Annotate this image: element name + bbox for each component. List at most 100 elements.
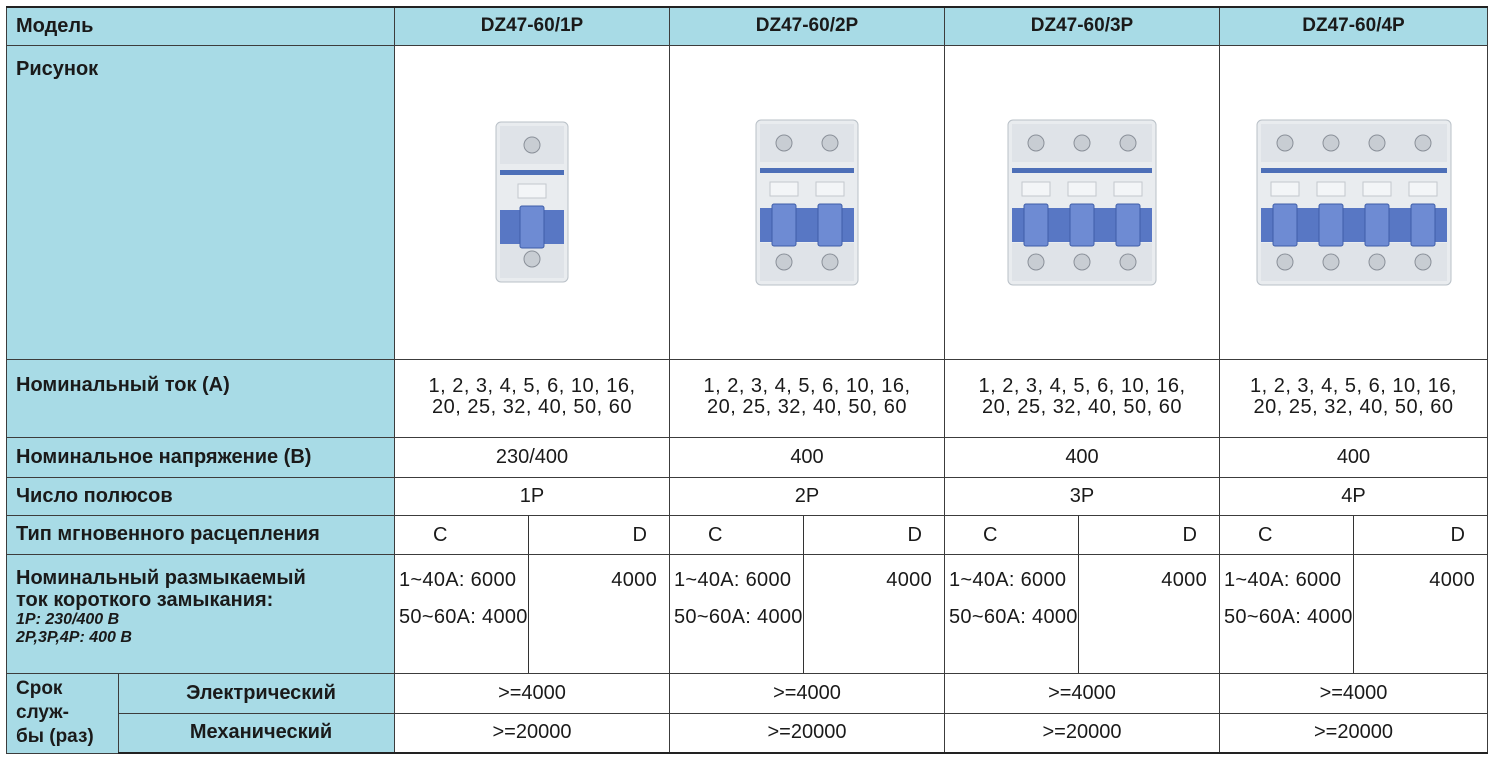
bottom-screw — [1276, 253, 1293, 270]
toggle-lever — [1410, 203, 1435, 246]
split-divider — [1078, 554, 1079, 673]
mechanical-life-4p: >=20000 — [1219, 712, 1488, 754]
trip-c: C — [1258, 523, 1273, 546]
bc-c-line2: 50~60A: 4000 — [1224, 605, 1353, 628]
toggle-lever — [1115, 203, 1141, 246]
electrical-life-2p: >=4000 — [669, 672, 945, 714]
model-1p: DZ47-60/1P — [394, 6, 670, 46]
breaker-1p-image — [495, 121, 569, 283]
rating-label — [1021, 181, 1051, 196]
top-terminal-block — [760, 123, 854, 162]
bc-d-value: 4000 — [1161, 568, 1207, 591]
trip-d: D — [632, 523, 647, 546]
current-line1: 1, 2, 3, 4, 5, 6, 10, 16, — [428, 374, 636, 397]
poles-label: Число полюсов — [6, 476, 395, 516]
current-line1: 1, 2, 3, 4, 5, 6, 10, 16, — [703, 374, 911, 397]
model-label: Модель — [6, 6, 395, 46]
rated-voltage-4p: 400 — [1219, 436, 1488, 478]
top-screw — [1368, 134, 1385, 151]
electrical-life-row: Срок служ-бы (раз) Электрический >=4000 … — [6, 672, 1488, 754]
breaker-group — [755, 119, 859, 285]
breaking-capacity-row: Номинальный размыкаемый ток короткого за… — [6, 553, 1488, 674]
breaker-image-3p — [944, 44, 1220, 360]
electrical-label: Электрический — [118, 672, 395, 714]
bc-note-1p: 1P: 230/400 В — [16, 610, 120, 628]
service-life-label: Срок служ-бы (раз) — [6, 672, 119, 754]
breaker-2p-image — [755, 119, 859, 285]
toggle-lever — [1364, 203, 1389, 246]
current-line1: 1, 2, 3, 4, 5, 6, 10, 16, — [978, 374, 1186, 397]
top-screw — [775, 134, 793, 151]
rating-label — [815, 181, 845, 196]
split-divider — [803, 515, 804, 554]
breaker-image-4p — [1219, 44, 1488, 360]
toggle-lever — [1023, 203, 1049, 246]
rating-label — [1067, 181, 1097, 196]
bottom-screw — [1073, 253, 1091, 270]
poles-row: Число полюсов 1P 2P 3P 4P — [6, 476, 1488, 516]
top-screw — [1073, 134, 1091, 151]
top-screw — [1027, 134, 1045, 151]
top-screw — [1414, 134, 1431, 151]
bottom-terminal-block — [760, 242, 854, 281]
mechanical-life-3p: >=20000 — [944, 712, 1220, 754]
top-screw — [821, 134, 839, 151]
bottom-screw — [523, 250, 541, 268]
bc-d-value: 4000 — [886, 568, 932, 591]
trip-c: C — [708, 523, 723, 546]
picture-row: Рисунок — [6, 44, 1488, 360]
bc-label-line2: ток короткого замыкания: — [16, 588, 274, 611]
current-line2: 20, 25, 32, 40, 50, 60 — [431, 395, 633, 418]
bc-c-line2: 50~60A: 4000 — [674, 605, 803, 628]
breaker-group — [1007, 119, 1157, 285]
brand-stripe — [1260, 167, 1447, 173]
top-screw — [523, 136, 541, 154]
rated-voltage-label: Номинальное напряжение (В) — [6, 436, 395, 478]
top-screw — [1322, 134, 1339, 151]
bottom-screw — [1322, 253, 1339, 270]
brand-stripe — [500, 170, 564, 175]
rated-current-2p: 1, 2, 3, 4, 5, 6, 10, 16,20, 25, 32, 40,… — [669, 358, 945, 438]
electrical-life-3p: >=4000 — [944, 672, 1220, 714]
bc-note-multi: 2P,3P,4P: 400 В — [16, 628, 132, 646]
model-4p: DZ47-60/4P — [1219, 6, 1488, 46]
trip-d: D — [1182, 523, 1197, 546]
electrical-life-4p: >=4000 — [1219, 672, 1488, 714]
mechanical-life-row: Механический >=20000 >=20000 >=20000 >=2… — [7, 712, 1488, 754]
bottom-screw — [1414, 253, 1431, 270]
bc-c-line2: 50~60A: 4000 — [949, 605, 1078, 628]
breaking-capacity-label: Номинальный размыкаемый ток короткого за… — [6, 553, 395, 674]
brand-stripe — [760, 167, 854, 173]
rated-voltage-2p: 400 — [669, 436, 945, 478]
bc-label-line1: Номинальный размыкаемый — [16, 566, 306, 589]
spec-table: Модель DZ47-60/1P DZ47-60/2P DZ47-60/3P … — [6, 6, 1488, 754]
rating-label — [517, 183, 547, 199]
bottom-screw — [1027, 253, 1045, 270]
breaker-image-2p — [669, 44, 945, 360]
breaker-group — [1256, 119, 1451, 285]
rating-label — [1113, 181, 1143, 196]
breaker-image-1p — [394, 44, 670, 360]
picture-label: Рисунок — [6, 44, 395, 360]
rated-current-1p: 1, 2, 3, 4, 5, 6, 10, 16,20, 25, 32, 40,… — [394, 358, 670, 438]
split-divider — [528, 554, 529, 673]
model-2p: DZ47-60/2P — [669, 6, 945, 46]
bottom-screw — [1368, 253, 1385, 270]
bc-d-value: 4000 — [1429, 568, 1475, 591]
split-divider — [1078, 515, 1079, 554]
poles-2p: 2P — [669, 476, 945, 516]
bc-c-line1: 1~40A: 6000 — [674, 568, 792, 591]
model-row: Модель DZ47-60/1P DZ47-60/2P DZ47-60/3P … — [6, 6, 1488, 46]
current-line1: 1, 2, 3, 4, 5, 6, 10, 16, — [1249, 374, 1458, 397]
top-screw — [1276, 134, 1293, 151]
toggle-lever — [771, 203, 797, 246]
rating-label — [1316, 181, 1345, 196]
poles-1p: 1P — [394, 476, 670, 516]
